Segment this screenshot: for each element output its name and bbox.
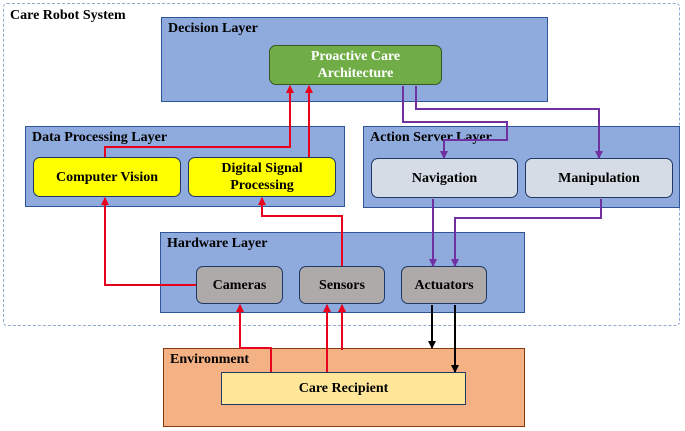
system-title: Care Robot System bbox=[10, 8, 126, 23]
digital-signal-processing-node: Digital Signal Processing bbox=[188, 157, 336, 197]
computer-vision-node: Computer Vision bbox=[33, 157, 181, 197]
data-processing-layer-title: Data Processing Layer bbox=[32, 130, 168, 145]
navigation-node: Navigation bbox=[371, 158, 518, 198]
decision-layer-title: Decision Layer bbox=[168, 21, 258, 36]
proactive-care-architecture-node: Proactive Care Architecture bbox=[269, 45, 442, 85]
manipulation-node: Manipulation bbox=[525, 158, 673, 198]
care-recipient-node: Care Recipient bbox=[221, 372, 466, 405]
environment-layer-title: Environment bbox=[170, 352, 250, 367]
cameras-node: Cameras bbox=[196, 266, 283, 304]
sensors-node: Sensors bbox=[299, 266, 385, 304]
actuators-node: Actuators bbox=[401, 266, 487, 304]
hardware-layer-title: Hardware Layer bbox=[167, 236, 268, 251]
action-server-layer-title: Action Server Layer bbox=[370, 130, 492, 145]
